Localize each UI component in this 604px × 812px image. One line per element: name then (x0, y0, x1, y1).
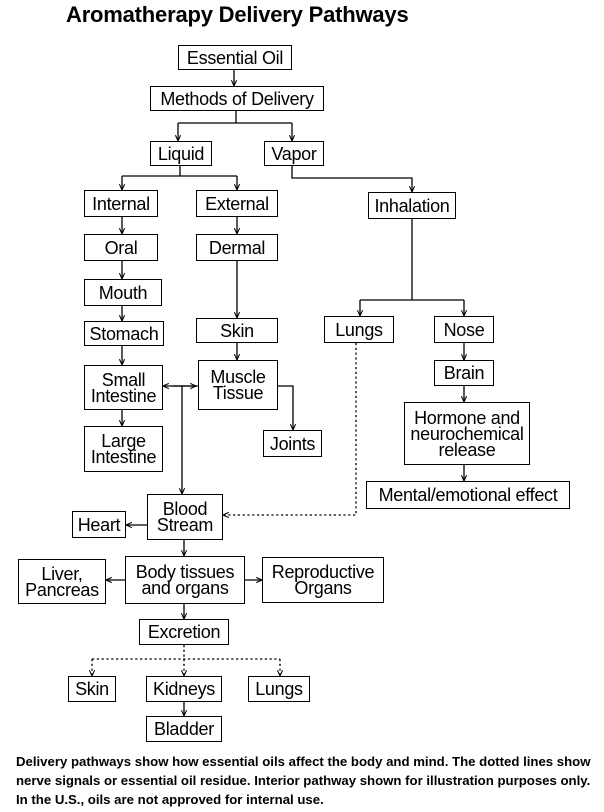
node-kidneys: Kidneys (146, 676, 222, 702)
node-liver-pancreas: Liver, Pancreas (18, 559, 106, 604)
node-excretion: Excretion (139, 619, 229, 645)
diagram-caption: Delivery pathways show how essential oil… (16, 754, 591, 807)
link-liquid-split (122, 166, 237, 177)
link-lungs-to-blood (223, 343, 357, 515)
node-internal: Internal (84, 190, 158, 217)
node-dermal: Dermal (196, 234, 278, 261)
node-mental-emotional-effect: Mental/emotional effect (366, 481, 570, 509)
node-essential-oil: Essential Oil (178, 45, 292, 70)
node-large-intestine: Large Intestine (84, 426, 163, 472)
link-muscle-joints (278, 385, 293, 430)
diagram-title: Aromatherapy Delivery Pathways (66, 2, 409, 27)
node-oral: Oral (84, 234, 158, 261)
node-bladder: Bladder (146, 716, 222, 742)
node-reproductive-organs: Reproductive Organs (262, 557, 384, 603)
node-muscle-tissue: Muscle Tissue (198, 360, 278, 410)
node-skin-upper: Skin (196, 318, 278, 343)
node-methods-of-delivery: Methods of Delivery (150, 86, 324, 111)
node-brain: Brain (434, 360, 494, 386)
node-lungs-lower: Lungs (248, 676, 310, 702)
node-lungs-upper: Lungs (324, 316, 394, 343)
link-inhalation-split (360, 219, 464, 301)
node-body-tissues-organs: Body tissues and organs (125, 556, 245, 604)
node-inhalation: Inhalation (368, 192, 456, 219)
node-joints: Joints (263, 430, 322, 457)
node-hormone-release: Hormone and neurochemical release (404, 402, 530, 465)
node-stomach: Stomach (84, 321, 164, 346)
link-vapor-inhalation (291, 166, 412, 192)
link-excretion-split (92, 645, 280, 660)
node-vapor: Vapor (264, 141, 324, 166)
node-heart: Heart (72, 511, 126, 538)
node-small-intestine: Small Intestine (84, 365, 163, 410)
node-nose: Nose (434, 316, 494, 343)
node-skin-lower: Skin (68, 676, 116, 702)
node-external: External (196, 190, 278, 217)
link-methods-split (178, 111, 292, 124)
node-liquid: Liquid (150, 141, 212, 166)
node-mouth: Mouth (84, 279, 162, 306)
node-blood-stream: Blood Stream (147, 494, 223, 540)
